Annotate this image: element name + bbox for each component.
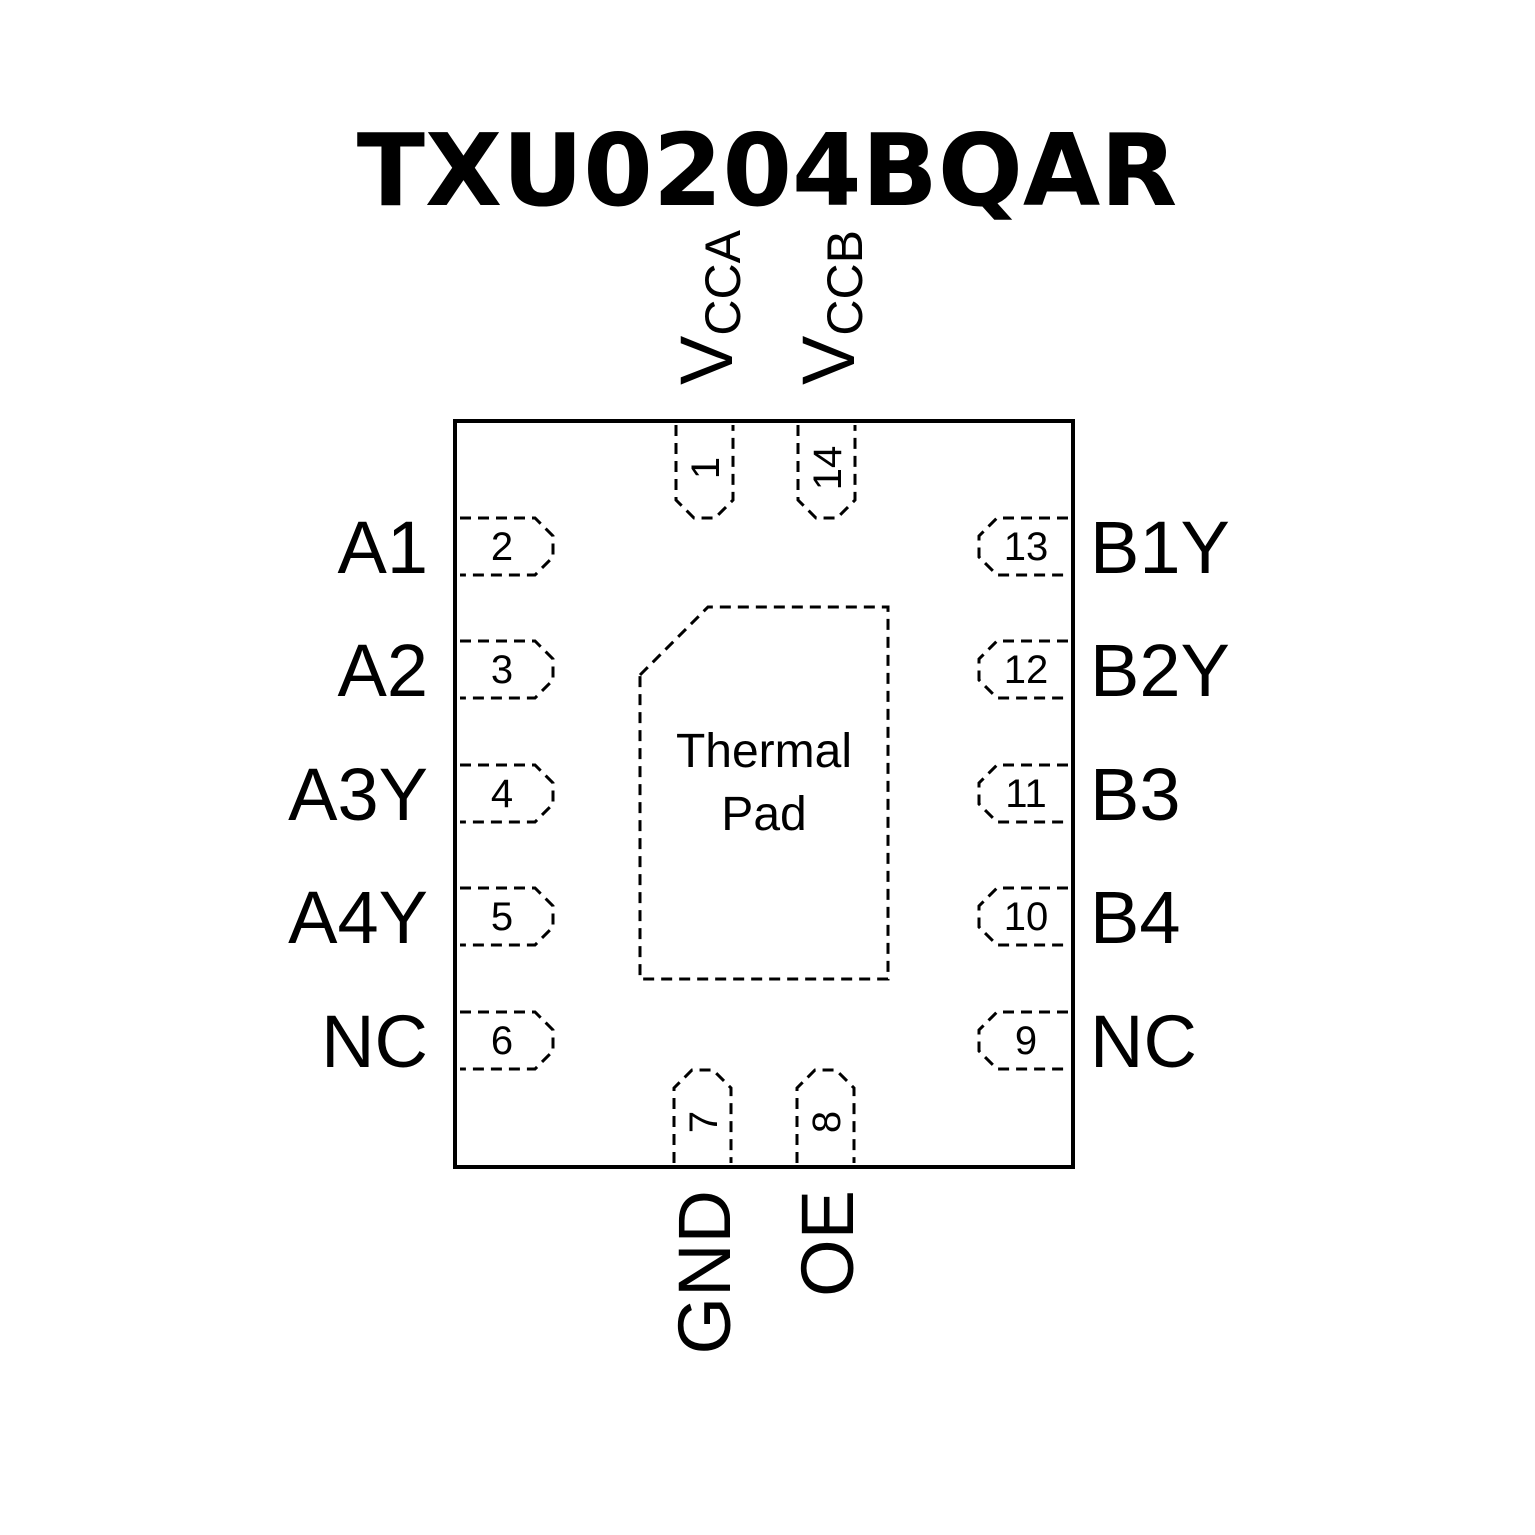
pin-pad [674,425,735,520]
pin-2: 2 A1 [337,506,555,589]
pin-11: 11 B3 [977,753,1181,836]
pin-number: 2 [491,525,513,569]
pin-number: 1 [684,457,728,479]
pin-pad [977,516,1068,577]
pin-label: OE [786,1190,869,1297]
pin-pad [460,1010,555,1071]
pin-number: 7 [682,1111,726,1133]
pin-number: 8 [805,1111,849,1133]
pin-label-subscript: CCA [695,229,751,335]
pin-pad [977,1010,1068,1071]
pin-pad [796,425,857,520]
pin-8: 8OE [786,1068,869,1297]
pin-label: B3 [1090,753,1181,836]
pin-9: 9 NC [977,1000,1197,1083]
pin-pad [460,886,555,947]
pin-pad [672,1068,733,1163]
pin-number: 6 [491,1019,513,1063]
pin-3: 3 A2 [337,629,555,712]
pin-pad [460,639,555,700]
pin-label: A4Y [288,876,428,959]
pin-12: 12 B2Y [977,629,1230,712]
pin-label-main: V [665,335,748,385]
pin-number: 4 [491,772,513,816]
pin-pad [977,639,1068,700]
pin-number: 10 [1004,895,1049,939]
pin-label: A3Y [288,753,428,836]
pin-14: 14 VCCB [787,230,873,520]
part-number-title: TXU0204BQAR [357,112,1177,229]
thermal-pad [638,605,890,981]
pin-label: B4 [1090,876,1181,959]
pin-label: NC [321,1000,428,1083]
pin-pad [795,1068,856,1163]
pin-label: VCCA [665,229,751,385]
pin-number: 14 [806,446,850,491]
pin-1: 1 VCCA [665,229,751,520]
pin-number: 3 [491,648,513,692]
pin-label-main: V [787,335,870,385]
thermal-pad-label-line2: Pad [721,788,806,841]
pin-label-subscript: CCB [817,230,873,336]
pin-pad [977,886,1068,947]
pin-label: NC [1090,1000,1197,1083]
pin-number: 5 [491,895,513,939]
pin-pad [460,763,555,824]
pin-label: A1 [337,506,428,589]
thermal-pad-label-line1: Thermal [676,725,852,778]
pin-label: B2Y [1090,629,1230,712]
pin-label: VCCB [787,230,873,385]
pin-pad [977,763,1068,824]
pin-10: 10 B4 [977,876,1181,959]
pin-number: 9 [1015,1019,1037,1063]
pin-label: B1Y [1090,506,1230,589]
pin-4: 4 A3Y [288,753,555,836]
pin-pad [460,516,555,577]
pin-number: 12 [1004,648,1049,692]
pin-5: 5 A4Y [288,876,555,959]
pin-label: GND [663,1190,746,1354]
pin-number: 11 [1005,772,1047,816]
package-body [453,419,1075,1169]
pin-number: 13 [1004,525,1049,569]
pin-6: 6 NC [321,1000,555,1083]
pin-label: A2 [337,629,428,712]
pin-13: 13 B1Y [977,506,1230,589]
